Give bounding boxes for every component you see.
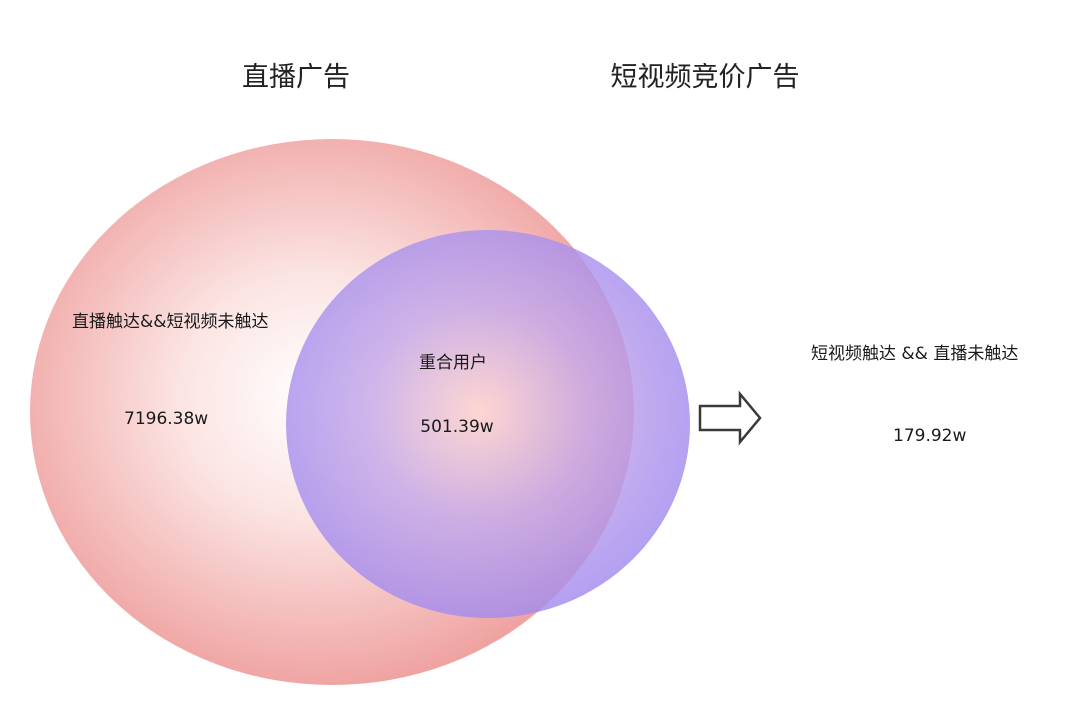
short-video-ad-set-ellipse: [286, 230, 690, 618]
video-only-region-label: 短视频触达 && 直播未触达: [811, 344, 1019, 364]
live-ad-set-title: 直播广告: [242, 62, 350, 93]
live-only-region-label: 直播触达&&短视频未触达: [72, 312, 269, 332]
short-video-ad-set-title: 短视频竞价广告: [610, 62, 800, 93]
live-only-region-value: 7196.38w: [124, 409, 209, 429]
overlap-region-label: 重合用户: [419, 353, 487, 373]
overlap-region-value: 501.39w: [420, 417, 494, 437]
right-arrow-icon: [698, 390, 762, 446]
video-only-region-value: 179.92w: [893, 426, 967, 446]
